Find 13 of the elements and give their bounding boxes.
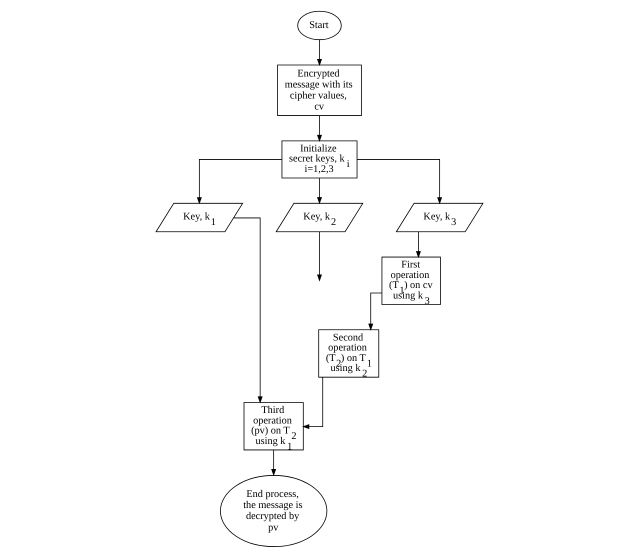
arrow xyxy=(317,115,322,142)
node-ellipse: Start xyxy=(297,10,342,40)
node-box: Encrypted message with its cipher values, cv xyxy=(277,64,362,116)
arrow xyxy=(196,159,282,204)
node-ellipse: End process, the message is decrypted by pv xyxy=(220,475,328,547)
arrow xyxy=(416,231,421,258)
arrow xyxy=(302,376,324,430)
arrow xyxy=(356,159,442,204)
arrow xyxy=(271,450,276,476)
arrow xyxy=(317,39,322,66)
arrow xyxy=(233,218,263,404)
arrow xyxy=(317,231,322,282)
arrow xyxy=(317,178,322,204)
